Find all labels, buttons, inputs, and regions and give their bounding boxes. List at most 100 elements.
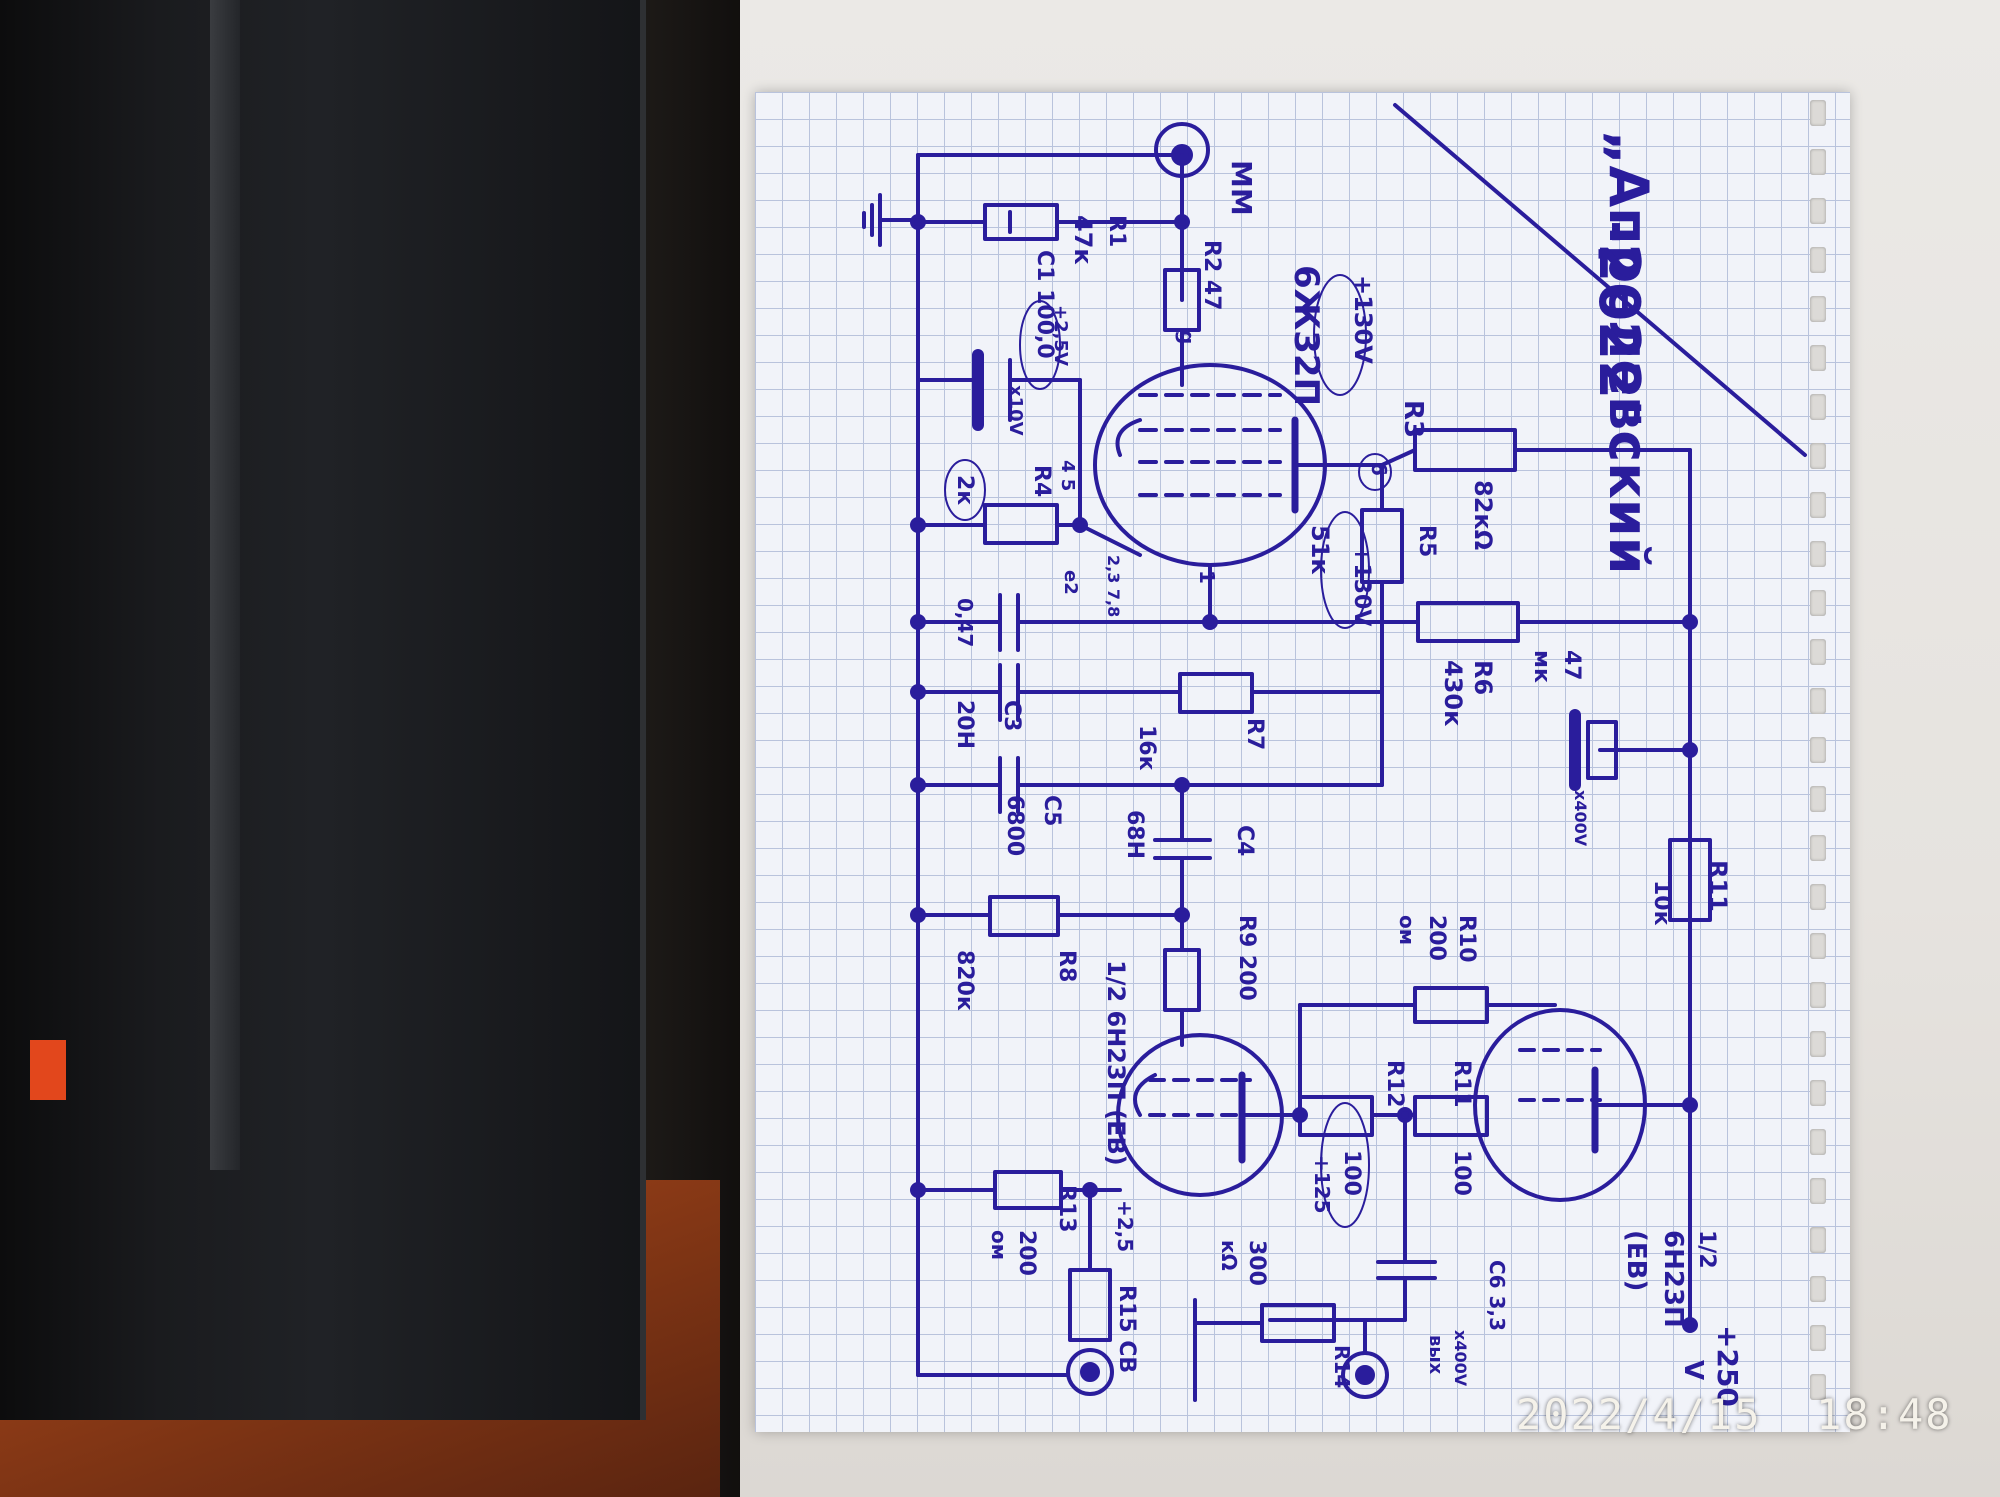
graph-paper-sheet <box>755 92 1850 1432</box>
label-r8: R8 <box>1054 950 1079 982</box>
label-r15: R15 СВ <box>1114 1285 1139 1373</box>
resistor-r14 <box>1260 1303 1336 1343</box>
label-c3: C3 <box>999 700 1024 731</box>
tear-hole <box>1810 1031 1826 1057</box>
label-r11: R11 <box>1704 860 1732 912</box>
resistor-r3 <box>1413 428 1517 472</box>
tear-hole <box>1810 1325 1826 1351</box>
label-r14-value: 300 <box>1244 1240 1269 1286</box>
tear-hole <box>1810 345 1826 371</box>
label-r7: R7 <box>1242 718 1267 750</box>
label-big-cap-unit: мк <box>1529 650 1554 683</box>
label-tube3-b: 6Н23П <box>1658 1230 1688 1328</box>
label-r14-unit: кΩ <box>1217 1240 1241 1271</box>
label-r10-unit: ом <box>1395 915 1419 945</box>
tear-hole <box>1810 296 1826 322</box>
resistor-r12 <box>1298 1095 1374 1137</box>
tear-hole <box>1810 1374 1826 1400</box>
resistor-r9 <box>1163 948 1201 1012</box>
label-r13-value: 200 <box>1014 1230 1039 1276</box>
label-c3-value: 20Н <box>952 700 977 749</box>
label-tube3-a: 1/2 <box>1694 1230 1719 1269</box>
tear-hole <box>1810 149 1826 175</box>
label-ri1-value: 100 <box>1449 1150 1474 1196</box>
label-r14: R14 <box>1330 1345 1354 1388</box>
label-c1-voltage: х10V <box>1005 385 1026 436</box>
label-tube3-c: (EB) <box>1621 1230 1651 1291</box>
resistor-r6 <box>1416 601 1520 643</box>
tear-hole <box>1810 884 1826 910</box>
label-c1: C1 100,0 <box>1032 250 1057 359</box>
tear-hole <box>1810 688 1826 714</box>
tear-hole <box>1810 639 1826 665</box>
label-c2: 0,47 <box>953 598 977 647</box>
tear-hole <box>1810 590 1826 616</box>
tear-hole <box>1810 933 1826 959</box>
label-r4: R4 <box>1029 465 1054 497</box>
label-r10: R10 <box>1454 915 1479 963</box>
label-pins-45: 4 5 <box>1057 460 1078 491</box>
label-mm: MM <box>1225 160 1258 216</box>
label-c5: C5 <box>1039 795 1064 826</box>
label-pin-e2: e2 <box>1060 570 1081 595</box>
tear-hole <box>1810 198 1826 224</box>
label-r10-value: 200 <box>1424 915 1449 961</box>
label-r8-value: 820к <box>952 950 977 1011</box>
tear-hole <box>1810 541 1826 567</box>
label-c6-voltage: х400V <box>1451 1330 1470 1387</box>
label-r13: R13 <box>1054 1185 1079 1233</box>
label-ri1: R11 <box>1449 1060 1474 1108</box>
tear-hole <box>1810 835 1826 861</box>
resistor-r7 <box>1178 672 1254 714</box>
label-screen-voltage: +130V <box>1349 275 1377 364</box>
tear-hole <box>1810 394 1826 420</box>
label-pins-238: 2,3 7,8 <box>1104 555 1123 617</box>
orange-indicator <box>30 1040 66 1100</box>
tear-hole <box>1810 737 1826 763</box>
label-big-cap-voltage: х400V <box>1571 790 1590 847</box>
label-c5-value: 6800 <box>1002 795 1027 856</box>
label-r4-value: 2к <box>952 475 977 505</box>
label-cathode-voltage: +2,5V <box>1050 305 1071 366</box>
label-pin-1: 1 <box>1195 570 1219 584</box>
label-stage2-voltage: +125 <box>1310 1155 1334 1214</box>
tear-hole <box>1810 1129 1826 1155</box>
bias-jack <box>1066 1348 1114 1396</box>
label-supply: +250 <box>1711 1325 1744 1407</box>
label-r12-value: 100 <box>1339 1150 1364 1196</box>
monitor-edge <box>210 0 240 1170</box>
resistor-r11 <box>1668 838 1712 922</box>
resistor-r1 <box>983 203 1059 241</box>
label-r6: R6 <box>1469 660 1497 695</box>
label-r7-value: 16к <box>1134 725 1159 771</box>
label-tube1: 6Ж32П <box>1286 265 1326 406</box>
label-c4-value: 68Н <box>1122 810 1147 859</box>
label-r3-value: 82кΩ <box>1469 480 1497 550</box>
monitor-back <box>0 0 646 1420</box>
resistor-r4 <box>983 503 1059 545</box>
tear-hole <box>1810 443 1826 469</box>
label-pin-6: 6 <box>1367 462 1391 476</box>
tear-hole <box>1810 100 1826 126</box>
tear-hole <box>1810 247 1826 273</box>
title-line1: „Апрелевский <box>1597 130 1660 575</box>
tear-hole <box>1810 982 1826 1008</box>
label-c4: C4 <box>1232 825 1257 856</box>
tear-hole <box>1810 492 1826 518</box>
label-r3: R3 <box>1398 400 1428 438</box>
label-r1-value: 47к <box>1069 215 1097 265</box>
label-big-cap: 47 <box>1559 650 1584 681</box>
label-r12: R12 <box>1382 1060 1407 1108</box>
resistor-r10 <box>1413 986 1489 1024</box>
label-pin-g: g <box>1175 330 1199 344</box>
label-r6-value: 430к <box>1439 660 1467 726</box>
tear-hole <box>1810 1276 1826 1302</box>
label-anode-voltage: +130V <box>1349 545 1374 626</box>
tear-hole <box>1810 1227 1826 1253</box>
label-tube2: 1/2 6Н23П (EB) <box>1102 960 1130 1166</box>
title-diagonal-line <box>1393 103 1807 457</box>
label-r13-unit: ом <box>987 1230 1011 1260</box>
resistor-r13 <box>993 1170 1063 1210</box>
tear-hole <box>1810 786 1826 812</box>
